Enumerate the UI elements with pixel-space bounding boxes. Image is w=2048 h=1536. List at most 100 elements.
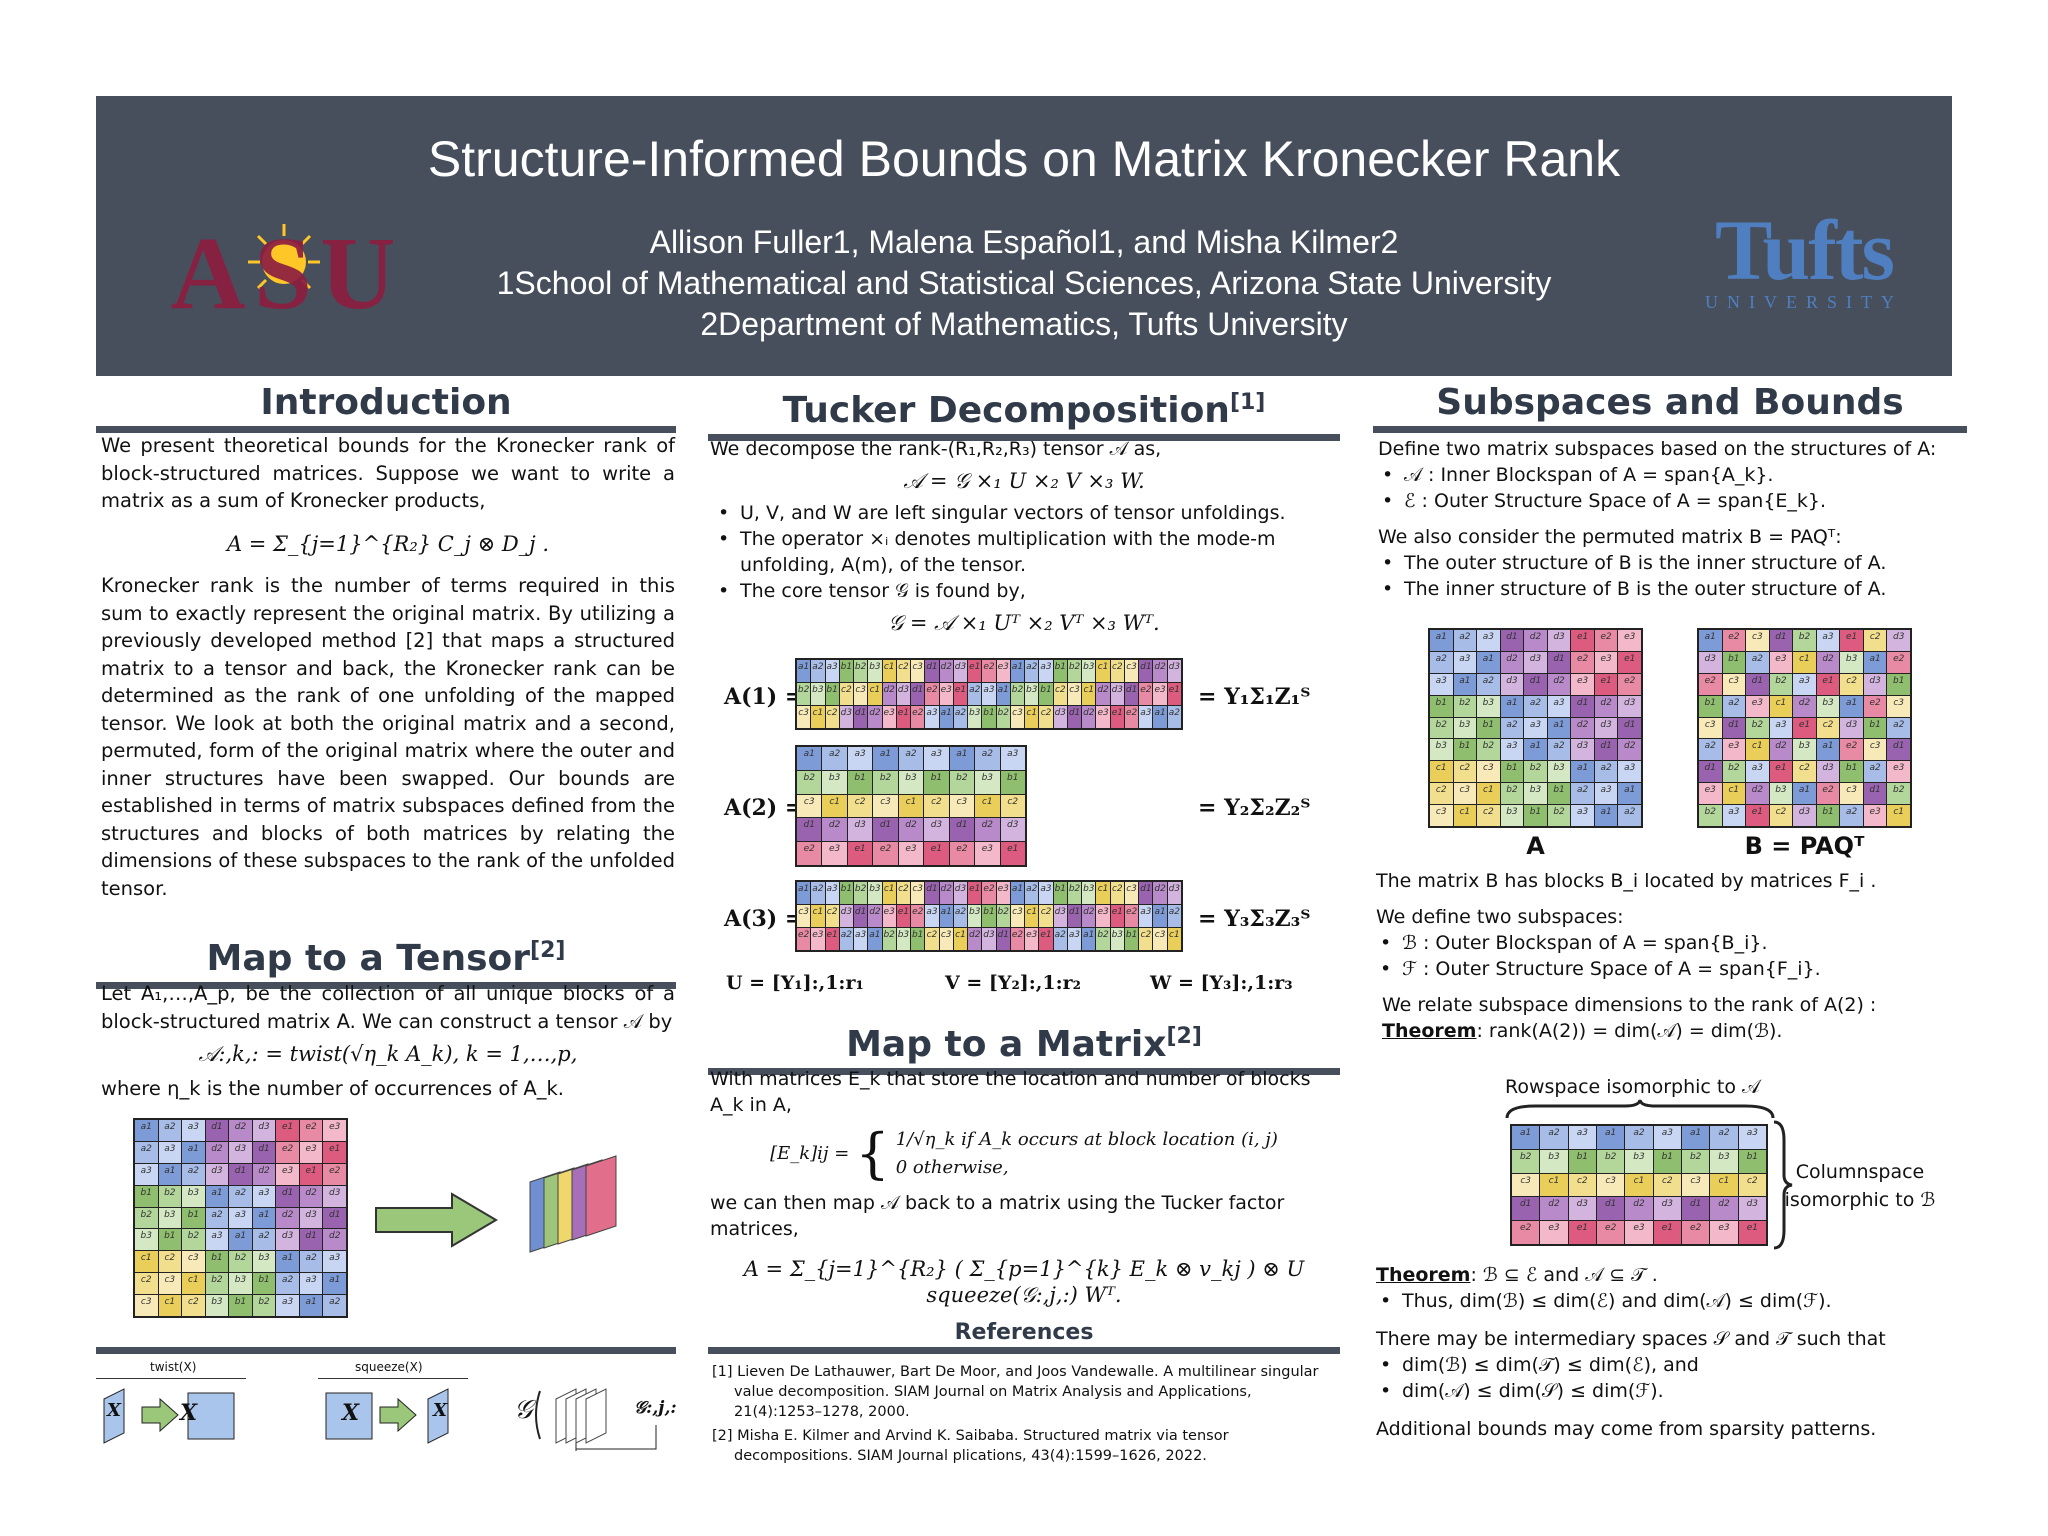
- tucker-bullet-3: The core tensor 𝒢 is found by,: [714, 578, 1338, 604]
- matrix-cell: e2: [925, 683, 939, 705]
- reference-1: [1] Lieven De Lathauwer, Bart De Moor, a…: [712, 1364, 1319, 1420]
- matrix-cell: c1: [1025, 706, 1039, 728]
- author-block: Allison Fuller1, Malena Español1, and Mi…: [96, 222, 1952, 345]
- matrix-cell: a2: [1025, 882, 1039, 904]
- matrix-cell: a3: [1653, 1126, 1681, 1149]
- v-definition: V = [Y₂]:,1:r₂: [945, 972, 1081, 994]
- matrix-cell: b2: [1500, 783, 1524, 805]
- matrix-cell: e2: [982, 660, 996, 682]
- matrix-cell: b1: [1477, 717, 1500, 739]
- matrix-cell: b3: [1430, 739, 1453, 761]
- matrix-cell: c1: [811, 706, 825, 728]
- matrix-cell: c2: [1039, 905, 1053, 927]
- matrix-cell: a2: [229, 1185, 252, 1207]
- matrix-cell: d1: [911, 683, 925, 705]
- matrix-cell: a2: [1430, 651, 1453, 673]
- subspaces-bullet-8: dim(ℬ) ≤ dim(𝒯) ≤ dim(ℰ), and: [1376, 1352, 1962, 1378]
- matrix-cell: a3: [1571, 805, 1594, 826]
- matrix-cell: c1: [1793, 651, 1816, 673]
- matrix-cell: a2: [811, 660, 825, 682]
- matrix-cell: e3: [898, 842, 924, 865]
- matrix-cell: a1: [1477, 651, 1500, 673]
- matrix-cell: d1: [299, 1229, 323, 1251]
- column-1-divider: [96, 1347, 676, 1354]
- matrix-cell: a3: [1139, 905, 1153, 927]
- matrix-cell: a3: [925, 706, 939, 728]
- matrix-cell: d3: [924, 818, 949, 842]
- matrix-cell: a3: [924, 747, 949, 770]
- matrix-cell: c1: [1430, 761, 1453, 783]
- matrix-cell: c3: [1430, 805, 1453, 826]
- matrix-cell: d3: [1053, 706, 1067, 728]
- matrix-cell: b3: [1547, 761, 1571, 783]
- matrix-cell: d1: [1067, 905, 1082, 927]
- matrix-cell: c3: [1124, 660, 1139, 682]
- matrix-cell: e3: [1710, 1221, 1738, 1244]
- matrix-cell: e2: [797, 842, 822, 865]
- matrix-cell: d3: [1840, 717, 1863, 739]
- matrix-cell: a3: [854, 928, 868, 950]
- matrix-cell: b3: [968, 706, 982, 728]
- matrix-cell: e2: [911, 905, 925, 927]
- matrix-cell: d2: [898, 818, 924, 842]
- matrix-cell: e3: [882, 905, 896, 927]
- matrix-cell: b1: [1568, 1149, 1596, 1173]
- title-banner: Structure-Informed Bounds on Matrix Kron…: [96, 96, 1952, 376]
- matrix-cell: d1: [1682, 1197, 1710, 1221]
- matrix-cell: e3: [299, 1141, 323, 1163]
- matrix-cell: a1: [182, 1141, 205, 1163]
- matrix-cell: a1: [949, 747, 975, 770]
- matrix-cell: d3: [299, 1207, 323, 1229]
- matrix-cell: c2: [1053, 683, 1067, 705]
- matrix-cell: e3: [276, 1163, 299, 1185]
- matrix-cell: e1: [1816, 673, 1840, 695]
- matrix-cell: a1: [1010, 882, 1025, 904]
- matrix-cell: c3: [1477, 761, 1500, 783]
- matrix-cell: d3: [1547, 630, 1571, 651]
- matrix-cell: b1: [1053, 882, 1067, 904]
- matrix-cell: a3: [1500, 739, 1524, 761]
- matrix-cell: e1: [825, 928, 839, 950]
- matrix-cell: c1: [1096, 882, 1110, 904]
- matrix-cell: c3: [797, 905, 811, 927]
- poster-title: Structure-Informed Bounds on Matrix Kron…: [427, 131, 1621, 187]
- unfolding-3-label: A(3) =: [724, 906, 804, 932]
- matrix-cell: c2: [825, 905, 839, 927]
- matrix-cell: a2: [299, 1251, 323, 1273]
- tucker-equation-2: 𝒢 = 𝒜 ×₁ Uᵀ ×₂ Vᵀ ×₃ Wᵀ.: [888, 611, 1160, 635]
- matrix-cell: a2: [822, 747, 847, 770]
- unfolding-2-svd: = Y₂Σ₂Z₂ᵀ: [1198, 795, 1311, 821]
- matrix-cell: b2: [996, 706, 1010, 728]
- matrix-cell: b1: [1053, 660, 1067, 682]
- matrix-cell: d2: [968, 928, 982, 950]
- matrix-cell: d1: [1769, 630, 1793, 651]
- matrix-cell: d3: [205, 1163, 229, 1185]
- tucker-para-1: We decompose the rank-(R₁,R₂,R₃) tensor …: [710, 438, 1162, 460]
- matrix-cell: a2: [968, 683, 982, 705]
- matrix-cell: d3: [896, 683, 911, 705]
- matrix-cell: e3: [882, 706, 896, 728]
- matrix-cell: c2: [847, 794, 873, 818]
- matrix-cell: d3: [1167, 660, 1181, 682]
- tufts-logo: Tufts UNIVERSITY: [1684, 207, 1924, 312]
- matrix-cell: b2: [1096, 928, 1110, 950]
- map-tensor-body: Let A₁,…,A_p, be the collection of all u…: [101, 980, 675, 1102]
- matrix-cell: d1: [1597, 1197, 1625, 1221]
- matrix-cell: d3: [1524, 651, 1547, 673]
- matrix-cell: a1: [323, 1273, 346, 1295]
- introduction-body: We present theoretical bounds for the Kr…: [101, 432, 675, 902]
- matrix-cell: e2: [1863, 695, 1887, 717]
- matrix-cell: c2: [1110, 660, 1124, 682]
- matrix-cell: c3: [797, 794, 822, 818]
- matrix-cell: d2: [1096, 683, 1110, 705]
- matrix-cell: d3: [229, 1141, 252, 1163]
- unfolding-1-svd: = Y₁Σ₁Z₁ᵀ: [1198, 684, 1311, 710]
- matrix-cell: e3: [811, 928, 825, 950]
- matrix-cell: b1: [847, 770, 873, 794]
- matrix-cell: a1: [135, 1120, 158, 1141]
- matrix-cell: c2: [135, 1273, 158, 1295]
- matrix-cell: b2: [1010, 683, 1025, 705]
- matrix-cell: a3: [982, 683, 996, 705]
- matrix-cell: d1: [996, 928, 1010, 950]
- matrix-cell: a3: [323, 1251, 346, 1273]
